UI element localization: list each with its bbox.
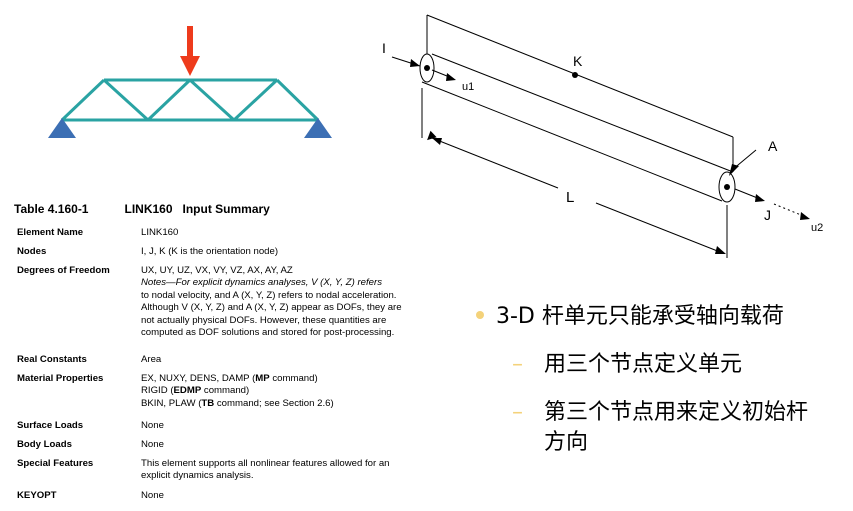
- row-value: None: [141, 490, 471, 502]
- row-label: Material Properties: [17, 373, 104, 384]
- row-label: Special Features: [17, 458, 94, 469]
- row-label: Body Loads: [17, 439, 72, 450]
- bullet-sub-2-cont: 方向: [544, 424, 588, 456]
- row-value-line: not actually physical DOFs. However, the…: [141, 314, 387, 326]
- row-value-line: BKIN, PLAW (TB command; see Section 2.6): [141, 397, 334, 409]
- table-title: Table 4.160-1 LINK160 Input Summary: [14, 202, 270, 216]
- row-label: Nodes: [17, 246, 47, 257]
- row-value: Area: [141, 354, 471, 366]
- truss-diagram: [48, 26, 332, 138]
- row-value: I, J, K (K is the orientation node): [141, 246, 471, 258]
- row-label: Degrees of Freedom: [17, 265, 110, 276]
- node-i-label: I: [382, 40, 386, 56]
- row-value-line: to nodal velocity, and A (X, Y, Z) refer…: [141, 289, 397, 301]
- row-label: Real Constants: [17, 354, 87, 365]
- pin-supports: [48, 118, 332, 138]
- row-value-line: Area: [141, 354, 162, 365]
- bullet-sub-2-cont-text: 方向: [544, 430, 589, 455]
- row-label: Element Name: [17, 227, 84, 238]
- bullet-sub-1-text: 用三个节点定义单元: [544, 352, 743, 377]
- node-k-label: K: [573, 53, 583, 69]
- row-value-line: None: [141, 439, 164, 450]
- row-value-line: explicit dynamics analysis.: [141, 470, 254, 482]
- row-label: Surface Loads: [17, 420, 84, 431]
- row-value-line: LINK160: [141, 227, 179, 238]
- table-number: Table 4.160-1: [14, 202, 89, 216]
- row-value-line: None: [141, 420, 164, 431]
- row-value: EX, NUXY, DENS, DAMP (MP command) RIGID …: [141, 373, 471, 410]
- row-value-line: UX, UY, UZ, VX, VY, VZ, AX, AY, AZ: [141, 265, 293, 276]
- row-value: LINK160: [141, 227, 471, 239]
- bullet-sub-2: –第三个节点用来定义初始杆: [512, 394, 808, 426]
- row-value-line: EX, NUXY, DENS, DAMP (MP command): [141, 373, 318, 384]
- bullet-main-text: 3-D 杆单元只能承受轴向载荷: [496, 304, 784, 329]
- row-value-line: This element supports all nonlinear feat…: [141, 458, 390, 469]
- link-element-diagram: I K u1 A L J u2: [382, 14, 823, 258]
- row-label: KEYOPT: [17, 490, 57, 501]
- u1-label: u1: [462, 81, 474, 93]
- row-value-line: RIGID (EDMP command): [141, 385, 250, 397]
- row-value: None: [141, 439, 471, 451]
- row-value-line: None: [141, 490, 164, 501]
- table-caption: LINK160 Input Summary: [124, 202, 270, 216]
- bullet-main: 3-D 杆单元只能承受轴向载荷: [470, 298, 784, 330]
- row-value-line: Notes—For explicit dynamics analyses, V …: [141, 277, 382, 289]
- bullet-sub-2-text: 第三个节点用来定义初始杆: [544, 400, 809, 425]
- node-j-label: J: [764, 207, 771, 223]
- load-arrow-icon: [180, 26, 200, 76]
- row-value: UX, UY, UZ, VX, VY, VZ, AX, AY, AZ Notes…: [141, 265, 471, 339]
- truss-members: [60, 78, 320, 122]
- dash-icon: –: [512, 352, 523, 377]
- row-value-line: Although V (X, Y, Z) and A (X, Y, Z) app…: [141, 302, 402, 314]
- area-label: A: [768, 138, 778, 154]
- u2-label: u2: [811, 222, 823, 234]
- row-value: This element supports all nonlinear feat…: [141, 458, 471, 483]
- row-value-line: I, J, K (K is the orientation node): [141, 246, 279, 257]
- length-label: L: [566, 189, 574, 206]
- bullet-sub-1: –用三个节点定义单元: [512, 346, 742, 378]
- dash-icon: –: [512, 400, 523, 425]
- row-value-line: computed as DOF solutions and stored for…: [141, 327, 395, 339]
- bullet-dot-icon: [476, 311, 484, 319]
- row-value: None: [141, 420, 471, 432]
